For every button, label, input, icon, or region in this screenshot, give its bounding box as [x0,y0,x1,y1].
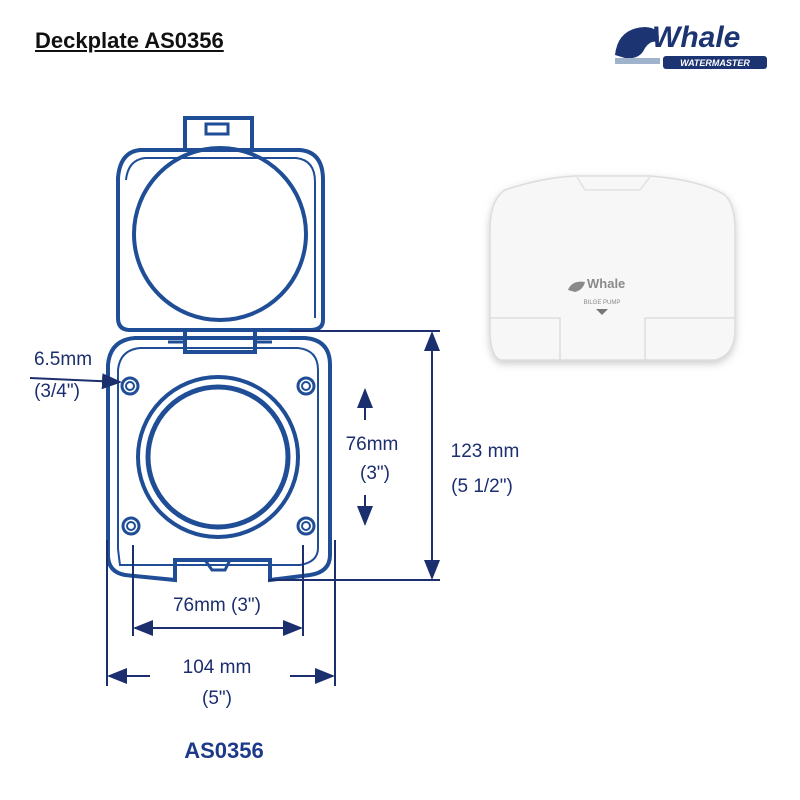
screw-hole-metric: 6.5mm [34,349,92,370]
outlet-ring-outer [136,375,300,539]
arrow-down-icon [596,309,608,315]
vertical-spacing-imperial: (3") [360,463,390,484]
photo-brand-text: Whale [587,276,625,291]
width-metric: 104 mm [183,657,252,678]
whale-logo: Whale WATERMASTER [615,21,767,69]
deckplate-drawing [106,116,332,583]
lid-circle [132,146,308,322]
screw-hole-imperial: (3/4") [34,381,80,402]
lid-tab [183,116,254,150]
model-label: AS0356 [184,738,264,763]
product-photo: Whale BILGE PUMP [489,175,736,362]
horizontal-spacing-label: 76mm (3") [173,595,261,616]
vertical-spacing-metric: 76mm [346,434,399,455]
height-metric: 123 mm [451,441,520,462]
lid [116,148,325,332]
logo-sub-text: WATERMASTER [680,58,750,68]
logo-brand-text: Whale [652,21,740,54]
width-imperial: (5") [202,688,232,709]
dimension-lines [29,330,440,686]
page-title: Deckplate AS0356 [35,28,224,53]
screw-holes [120,376,316,536]
photo-label-text: BILGE PUMP [584,300,621,306]
height-imperial: (5 1/2") [451,476,513,497]
base-plate [106,336,332,583]
outlet-ring-inner [145,384,291,530]
